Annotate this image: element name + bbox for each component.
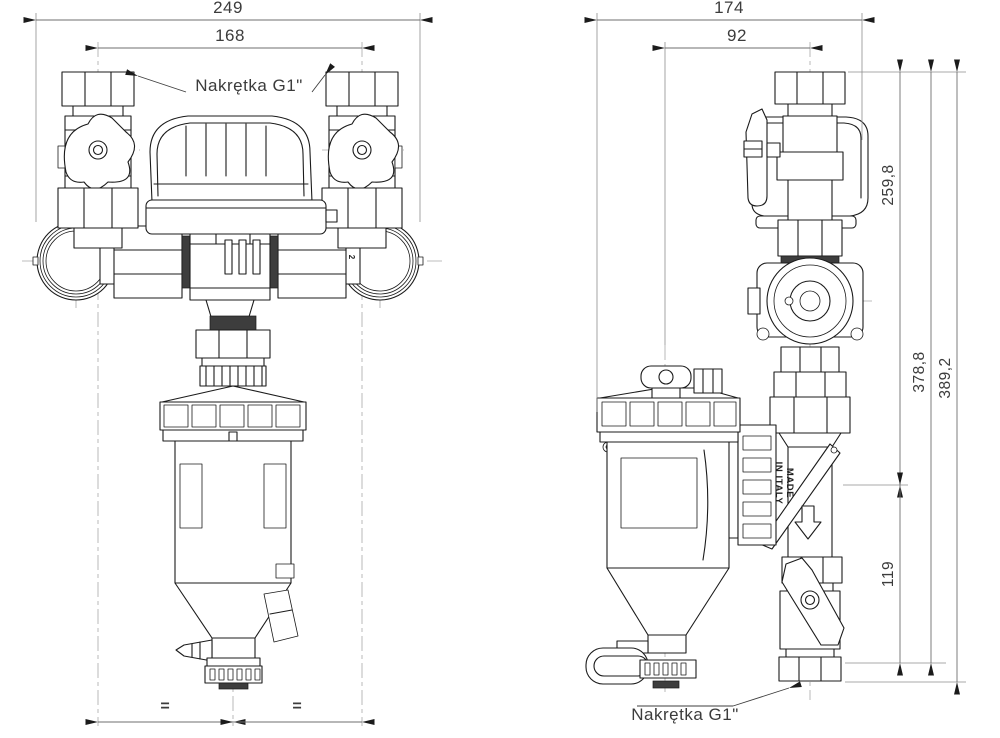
hex-nut-left — [61, 71, 135, 107]
union-nut-left — [57, 187, 139, 229]
pump-flange — [747, 257, 864, 345]
inlet-branch-left — [57, 71, 139, 249]
dim-378-8: 378,8 — [911, 351, 928, 392]
side-nut-label: Nakrętka G1" — [631, 705, 738, 724]
filter-cap — [159, 385, 307, 445]
front-dimensions: 249 168 Nakrętka G1" = = — [23, 0, 433, 725]
vent-hex — [693, 368, 723, 394]
filter-adjuster-knurl — [199, 365, 267, 387]
side-view: MADE IN ITALY — [584, 0, 966, 724]
filter-assembly-front — [159, 315, 307, 690]
check-valve-pipe — [759, 432, 842, 558]
flow-arrow-icon — [794, 505, 822, 540]
filter-assembly-side — [585, 365, 777, 689]
dim-92: 92 — [727, 26, 747, 45]
mid-union-nut — [769, 396, 851, 434]
side-dimensions: 174 92 259,8 119 378,8 389,2 Nakrętka G1… — [584, 0, 966, 724]
filter-top-nut — [195, 329, 271, 359]
actuator-housing — [145, 199, 327, 235]
front-nut-callout: Nakrętka G1" — [125, 63, 335, 95]
dim-249: 249 — [213, 0, 243, 17]
drain-valve-side — [585, 634, 697, 689]
dim-119: 119 — [880, 561, 897, 587]
dim-174: 174 — [714, 0, 744, 17]
actuator — [145, 115, 338, 275]
pipe-adapters — [769, 346, 851, 434]
made-in-line1: MADE — [784, 468, 795, 498]
made-in-line2: IN ITALY — [773, 462, 784, 505]
filter-bowl — [174, 440, 299, 643]
front-nut-label: Nakrętka G1" — [195, 76, 302, 95]
drain-valve-front — [175, 637, 263, 690]
hex-nut-right — [325, 71, 399, 107]
made-in-italy-label: MADE IN ITALY — [773, 462, 795, 505]
filter-bowl-side — [606, 441, 730, 636]
upper-valve-side — [743, 71, 846, 264]
dim-168: 168 — [215, 26, 245, 45]
side-nut-callout: Nakrętka G1" — [631, 681, 802, 724]
lower-ball-valve — [778, 556, 845, 682]
mold-mark: 2 — [347, 255, 356, 260]
bottom-hex-nut — [778, 656, 842, 682]
front-equal-dimension: = = — [85, 698, 375, 725]
upper-union-side — [777, 219, 843, 257]
dim-259-8: 259,8 — [880, 164, 897, 205]
equal-mark-right: = — [292, 698, 301, 715]
dim-389-2: 389,2 — [937, 357, 954, 398]
air-vent-knob — [640, 365, 723, 399]
filter-connection-nut — [727, 424, 777, 546]
front-view: 2 — [22, 0, 444, 726]
actuator-connector — [325, 209, 338, 223]
top-hex-nut — [774, 71, 846, 105]
equal-mark-left: = — [160, 698, 169, 715]
